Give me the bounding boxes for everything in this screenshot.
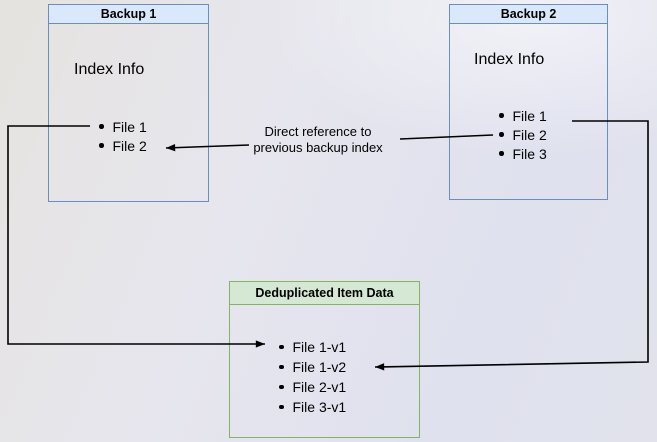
list-item: File 1	[99, 117, 147, 136]
bullet-dot	[99, 124, 104, 129]
bullet-dot	[499, 113, 504, 118]
backup2-file-3: File 3	[512, 145, 547, 162]
dedup-header: Deduplicated Item Data	[230, 282, 419, 305]
bullet-dot	[499, 151, 504, 156]
dedup-item-1: File 1-v1	[292, 339, 347, 355]
backup1-box: Backup 1	[48, 4, 209, 202]
backup2-header: Backup 2	[450, 5, 607, 24]
list-item: File 2-v1	[279, 377, 346, 397]
list-item: File 1-v2	[279, 357, 346, 377]
dedup-item-4: File 3-v1	[292, 399, 347, 415]
backup1-file-2: File 2	[112, 137, 147, 154]
backup2-box: Backup 2	[449, 4, 608, 200]
list-item: File 2	[499, 125, 547, 144]
list-item: File 3-v1	[279, 397, 346, 417]
backup2-index-info-label: Index Info	[474, 51, 545, 68]
list-item: File 1	[499, 106, 547, 125]
dedup-item-list: File 1-v1 File 1-v2 File 2-v1 File 3-v1	[279, 337, 346, 417]
dedup-item-2: File 1-v2	[292, 359, 347, 375]
bullet-dot	[499, 132, 504, 137]
dedup-item-3: File 2-v1	[292, 379, 347, 395]
bullet-dot	[279, 364, 284, 370]
list-item: File 1-v1	[279, 337, 346, 357]
dedup-title: Deduplicated Item Data	[255, 286, 394, 300]
backup1-title: Backup 1	[100, 7, 157, 21]
backup2-file-2: File 2	[512, 126, 547, 143]
backup1-index-info-label: Index Info	[74, 61, 145, 78]
backup1-file-list: File 1 File 2	[99, 117, 147, 155]
bullet-dot	[99, 143, 104, 148]
bullet-dot	[279, 344, 284, 350]
backup2-file-list: File 1 File 2 File 3	[499, 106, 547, 163]
bullet-dot	[279, 404, 284, 410]
backup2-file-1: File 1	[512, 107, 547, 124]
list-item: File 3	[499, 144, 547, 163]
backup1-header: Backup 1	[49, 5, 208, 24]
list-item: File 2	[99, 136, 147, 155]
backup2-title: Backup 2	[500, 7, 557, 21]
direct-reference-edge-label: Direct reference to previous backup inde…	[253, 124, 383, 155]
bullet-dot	[279, 384, 284, 390]
backup1-file-1: File 1	[112, 118, 147, 135]
